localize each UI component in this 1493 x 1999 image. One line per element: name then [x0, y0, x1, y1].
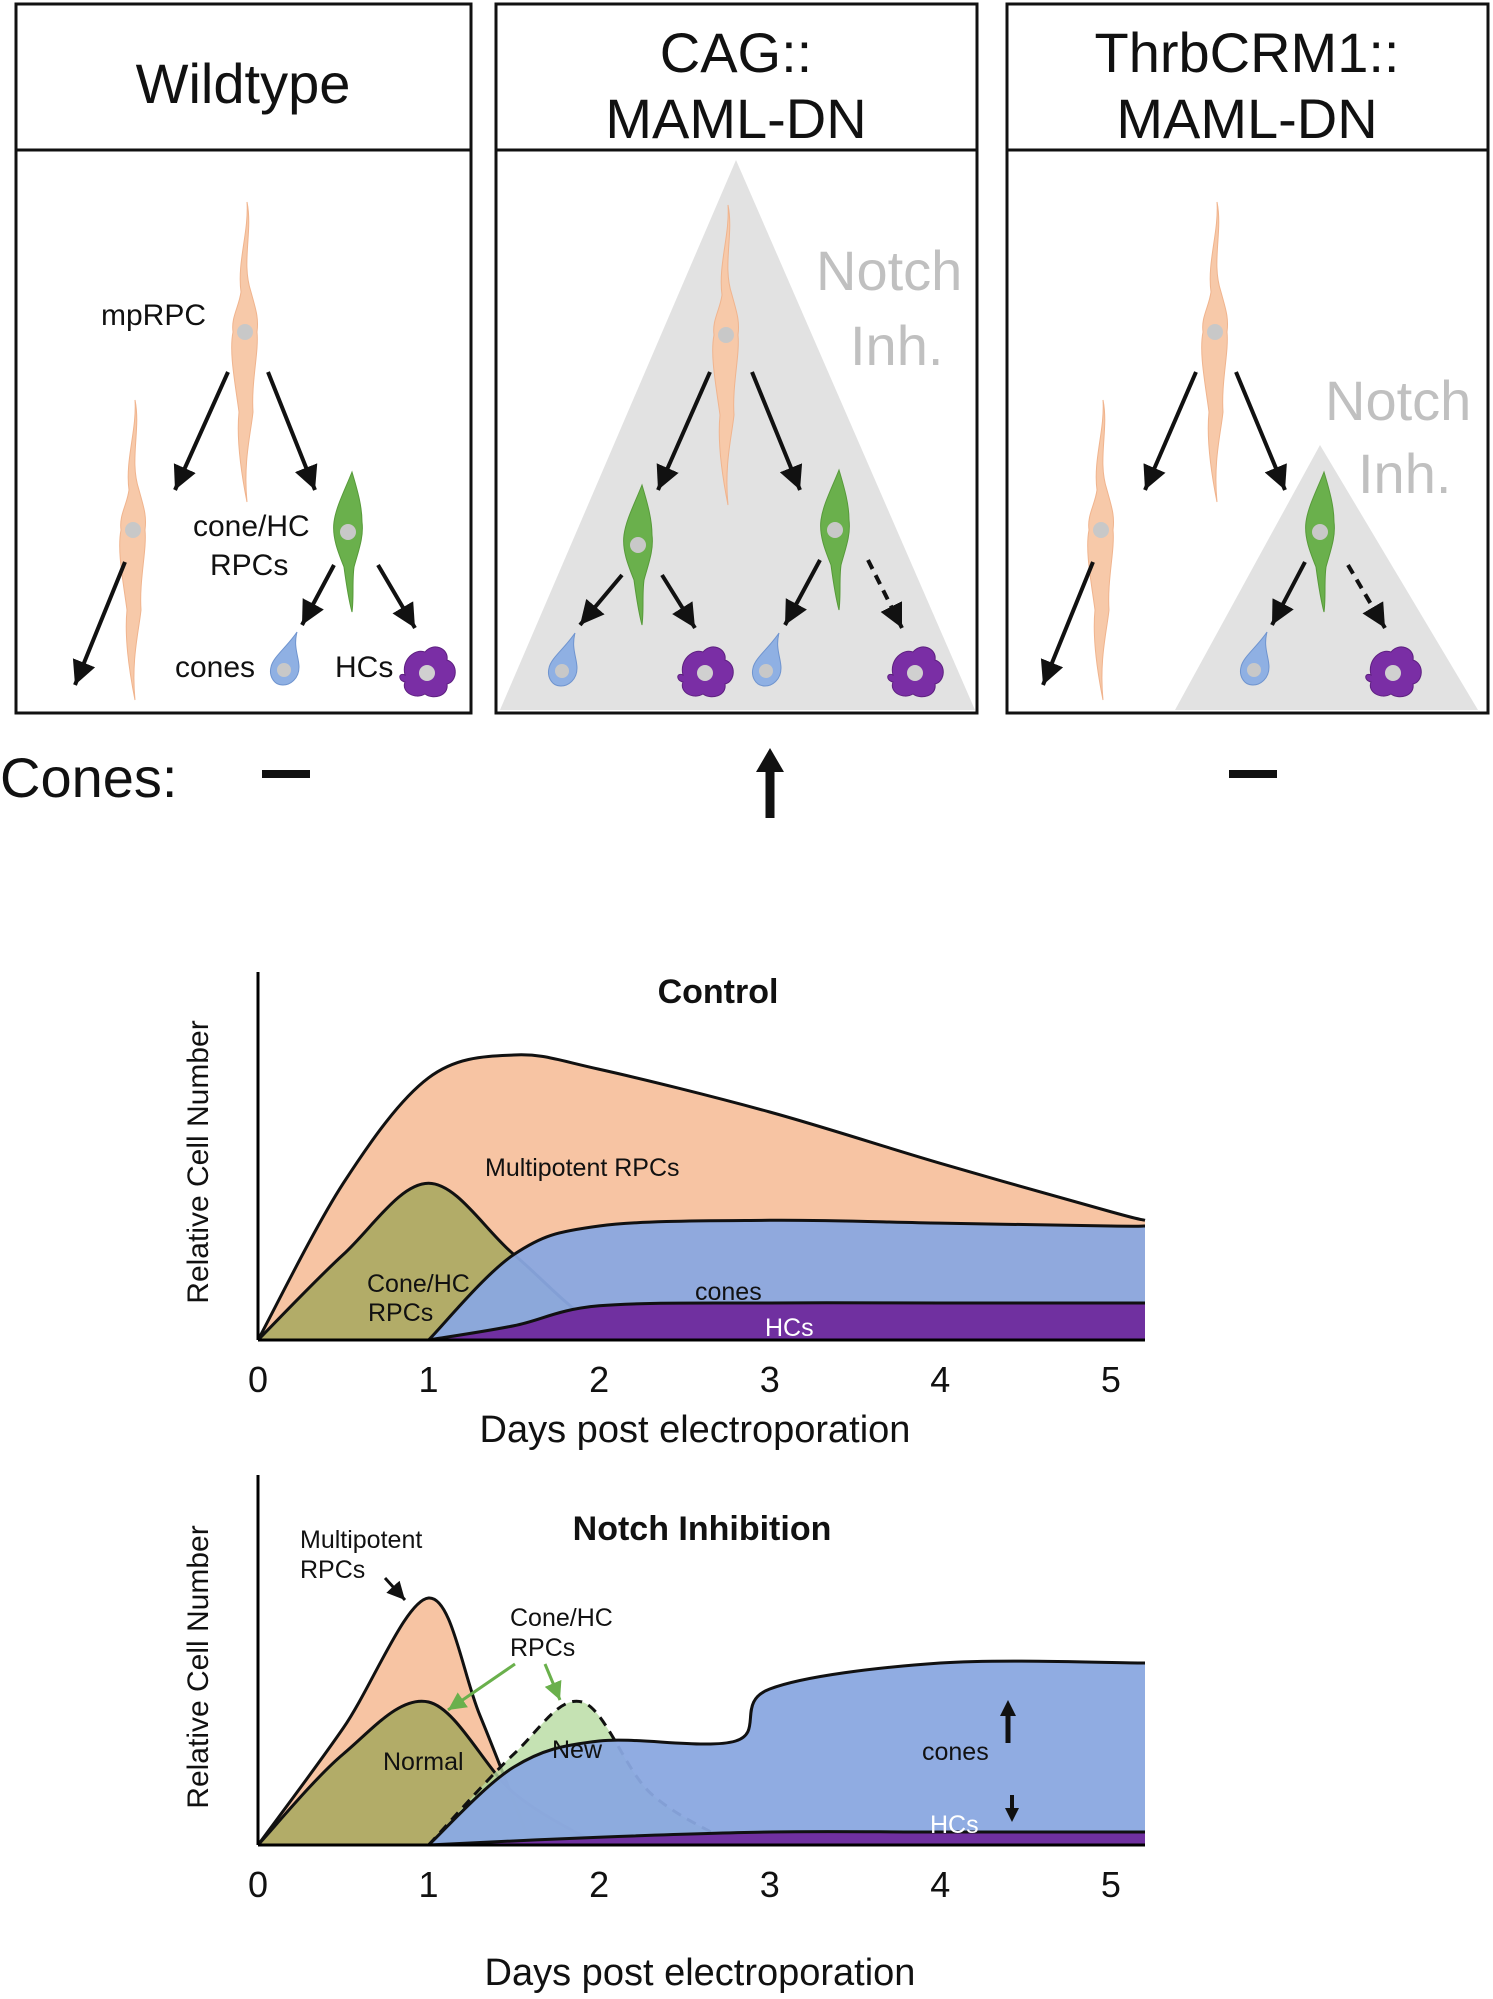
panel-thrbcrm1-maml-dn: ThrbCRM1:: MAML-DN Notch Inh.: [1005, 2, 1490, 715]
lineage-arrow: [1143, 371, 1198, 491]
lineage-arrow: [1040, 561, 1095, 686]
series-line-hcs: [428, 1301, 1145, 1342]
notch-inhibition-shade: [1175, 445, 1478, 710]
chart-title: Control: [658, 973, 779, 1011]
series-area-cone-hc-rpcs: [258, 1183, 685, 1340]
cones-effect-none-1: [262, 770, 310, 778]
notch-inhibition-shade: [500, 160, 975, 710]
series-line-cones: [427, 1659, 1146, 1847]
panel-title-wildtype: Wildtype: [136, 52, 351, 115]
x-tick-label: 1: [419, 1359, 439, 1400]
panel-title-line1: ThrbCRM1::: [1095, 21, 1400, 84]
x-tick-label: 1: [419, 1864, 439, 1905]
annotation-arrow-green: [447, 1662, 516, 1712]
x-tick-label: 2: [589, 1864, 609, 1905]
cones-row-label: Cones:: [0, 746, 177, 809]
notch-inhibition-chart: Notch Inhibition Multipotent RPCs Cone/H…: [182, 1475, 1146, 1994]
panel-cag-maml-dn: CAG:: MAML-DN Notch Inh.: [494, 2, 979, 715]
x-tick-label: 2: [589, 1359, 609, 1400]
lineage-arrow: [1234, 371, 1287, 491]
series-line-cones: [427, 1218, 1146, 1342]
x-tick-label: 5: [1101, 1864, 1121, 1905]
control-series-areas: [256, 1053, 1146, 1342]
series-line-multipotent-rpcs: [256, 1053, 1146, 1341]
cones-increase-arrow: [1000, 1700, 1016, 1743]
notch-label-line2: Inh.: [1358, 442, 1451, 505]
lineage-arrow: [783, 559, 822, 626]
x-tick-label: 5: [1101, 1359, 1121, 1400]
chart-title: Notch Inhibition: [573, 1510, 832, 1548]
annotation-arrow: [383, 1576, 407, 1602]
annotation-conehc-line2: RPCs: [510, 1634, 575, 1662]
series-label-hcs: HCs: [765, 1314, 814, 1342]
lineage-arrow: [300, 564, 336, 626]
lineage-arrow: [266, 371, 318, 491]
x-tick-label: 0: [248, 1359, 268, 1400]
notch-series-areas: [256, 1596, 1146, 1847]
x-tick-label: 3: [760, 1359, 780, 1400]
series-area-hcs: [428, 1831, 1146, 1845]
control-chart: Control Multipotent RPCs Cone/HC RPCs co…: [182, 972, 1146, 1451]
panel-wildtype: Wildtype mpRPC cone/HC RPCs cones HCs: [14, 2, 473, 715]
panel-title-line1: CAG::: [660, 21, 812, 84]
x-tick-label: 4: [930, 1359, 950, 1400]
annotation-normal: Normal: [383, 1748, 464, 1776]
annotation-conehc-line1: Cone/HC: [510, 1604, 613, 1632]
notch-label-line1: Notch: [1325, 369, 1471, 432]
cones-effect-increase-arrow: [756, 748, 784, 818]
annotation-multipotent-line2: RPCs: [300, 1556, 365, 1584]
series-label-cones: cones: [695, 1278, 762, 1306]
mprpc-label: mpRPC: [101, 299, 206, 332]
lineage-arrow: [173, 371, 230, 491]
lineage-arrow: [656, 371, 712, 491]
conehc-label-line2: RPCs: [210, 549, 288, 582]
notch-label-line2: Inh.: [850, 314, 943, 377]
conehc-label-line1: cone/HC: [193, 510, 310, 543]
cones-label: cones: [175, 651, 255, 684]
series-label-multipotent: Multipotent RPCs: [485, 1154, 680, 1182]
cones-effect-row: Cones:: [0, 746, 1277, 818]
y-axis-label: Relative Cell Number: [182, 1020, 215, 1303]
series-line-multipotent-rpcs: [256, 1596, 533, 1846]
lineage-arrow: [660, 573, 697, 630]
annotation-hcs: HCs: [930, 1811, 979, 1839]
lineage-arrow: [72, 561, 127, 686]
panel-title-line2: MAML-DN: [1116, 87, 1377, 150]
hcs-decrease-arrow: [1005, 1795, 1019, 1822]
series-line-hcs: [428, 1830, 1145, 1847]
notch-label-line1: Notch: [816, 239, 962, 302]
lineage-arrow: [1270, 561, 1307, 626]
lineage-arrow: [750, 371, 803, 491]
series-area-hcs: [428, 1302, 1146, 1340]
cones-effect-none-3: [1229, 770, 1277, 778]
x-tick-label: 0: [248, 1864, 268, 1905]
annotation-arrow-green: [543, 1663, 562, 1701]
series-area-cones: [428, 1661, 1146, 1845]
x-tick-labels: 0 1 2 3 4 5: [248, 1864, 1121, 1905]
x-tick-labels: 0 1 2 3 4 5: [248, 1359, 1121, 1400]
lineage-arrow-dashed: [866, 559, 904, 629]
x-axis-label: Days post electroporation: [485, 1952, 916, 1994]
lineage-arrow: [578, 573, 624, 627]
x-tick-label: 3: [760, 1864, 780, 1905]
y-axis-label: Relative Cell Number: [182, 1525, 215, 1808]
annotation-cones: cones: [922, 1738, 989, 1766]
annotation-multipotent-line1: Multipotent: [300, 1526, 422, 1554]
x-axis-label: Days post electroporation: [480, 1409, 911, 1451]
panel-title-line2: MAML-DN: [605, 87, 866, 150]
series-label-conehc: Cone/HC: [367, 1270, 470, 1298]
series-label-conehc-2: RPCs: [368, 1299, 433, 1327]
lineage-arrow: [376, 563, 417, 630]
x-tick-label: 4: [930, 1864, 950, 1905]
lineage-arrow-dashed: [1346, 563, 1387, 630]
hcs-label: HCs: [335, 651, 393, 684]
annotation-new: New: [552, 1736, 603, 1764]
